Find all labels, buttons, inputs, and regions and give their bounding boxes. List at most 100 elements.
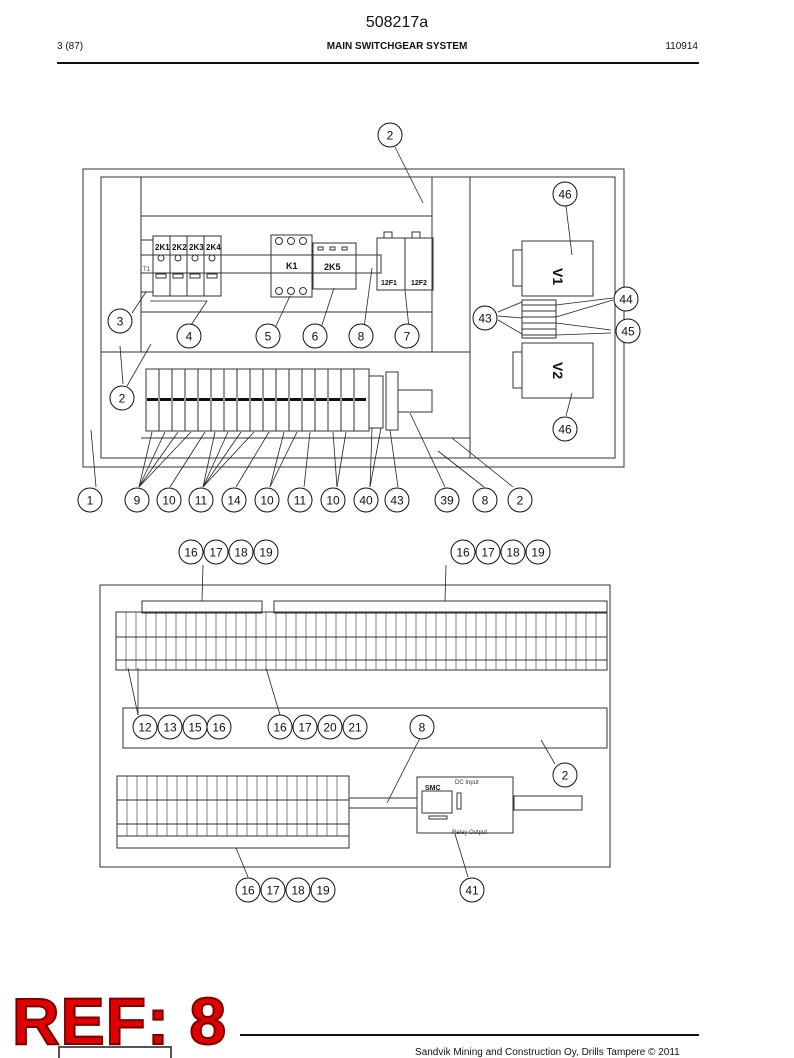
label-12f2: 12F2 bbox=[411, 280, 427, 287]
bottom-callout-17: 17 bbox=[292, 714, 318, 740]
top-callout-10: 10 bbox=[156, 487, 182, 513]
bottom-cabinet-frame bbox=[99, 584, 611, 868]
top-callout-7: 7 bbox=[394, 323, 420, 349]
bottom-callout-15: 15 bbox=[182, 714, 208, 740]
top-callout-14: 14 bbox=[221, 487, 247, 513]
top-callout-2: 2 bbox=[377, 122, 403, 148]
label-2k3: 2K3 bbox=[189, 243, 204, 252]
bottom-callout-19: 19 bbox=[525, 539, 551, 565]
terminal-blocks-top bbox=[145, 368, 433, 432]
top-callout-44: 44 bbox=[613, 286, 639, 312]
label-2k5: 2K5 bbox=[324, 262, 341, 272]
svg-text:18: 18 bbox=[506, 546, 520, 560]
document-id: 508217a bbox=[365, 14, 429, 31]
svg-text:16: 16 bbox=[184, 546, 198, 560]
svg-text:17: 17 bbox=[298, 721, 312, 735]
top-callout-39: 39 bbox=[434, 487, 460, 513]
svg-text:2: 2 bbox=[387, 129, 394, 143]
page-number: 3 (87) bbox=[57, 41, 84, 52]
svg-text:19: 19 bbox=[316, 884, 330, 898]
top-callout-5: 5 bbox=[255, 323, 281, 349]
svg-text:19: 19 bbox=[531, 546, 545, 560]
top-callout-4: 4 bbox=[176, 323, 202, 349]
svg-text:3: 3 bbox=[117, 315, 124, 329]
svg-text:16: 16 bbox=[212, 721, 226, 735]
label-k1: K1 bbox=[286, 261, 298, 271]
drives bbox=[512, 240, 594, 399]
document-date: 110914 bbox=[665, 41, 698, 52]
svg-text:46: 46 bbox=[558, 423, 572, 437]
top-callout-6: 6 bbox=[302, 323, 328, 349]
svg-text:9: 9 bbox=[134, 494, 141, 508]
top-callout-11: 11 bbox=[188, 487, 214, 513]
miniature-breakers bbox=[140, 235, 222, 297]
din-rail-lower bbox=[348, 795, 583, 811]
svg-text:5: 5 bbox=[265, 330, 272, 344]
svg-text:13: 13 bbox=[163, 721, 177, 735]
label-relay-output: Relay Output bbox=[452, 830, 487, 836]
svg-text:16: 16 bbox=[456, 546, 470, 560]
svg-text:18: 18 bbox=[234, 546, 248, 560]
svg-text:41: 41 bbox=[465, 884, 479, 898]
top-callout-46: 46 bbox=[552, 416, 578, 442]
bottom-callout-12: 12 bbox=[132, 714, 158, 740]
bottom-callout-20: 20 bbox=[317, 714, 343, 740]
svg-text:8: 8 bbox=[358, 330, 365, 344]
bottom-callout-17: 17 bbox=[260, 877, 286, 903]
header-rule bbox=[57, 62, 699, 64]
top-callout-43: 43 bbox=[472, 305, 498, 331]
top-callout-46: 46 bbox=[552, 181, 578, 207]
bottom-callout-41: 41 bbox=[459, 877, 485, 903]
company-logo bbox=[58, 1046, 172, 1058]
svg-text:46: 46 bbox=[558, 188, 572, 202]
svg-text:8: 8 bbox=[419, 721, 426, 735]
svg-text:2: 2 bbox=[517, 494, 524, 508]
bottom-callout-13: 13 bbox=[157, 714, 183, 740]
svg-text:11: 11 bbox=[294, 494, 307, 508]
bottom-callout-16: 16 bbox=[450, 539, 476, 565]
svg-text:40: 40 bbox=[359, 494, 373, 508]
bottom-callout-17: 17 bbox=[203, 539, 229, 565]
top-callout-2: 2 bbox=[109, 385, 135, 411]
svg-text:43: 43 bbox=[478, 312, 492, 326]
svg-text:39: 39 bbox=[440, 494, 454, 508]
leader-lines bbox=[90, 146, 614, 878]
label-2k2: 2K2 bbox=[172, 243, 187, 252]
svg-text:18: 18 bbox=[291, 884, 305, 898]
svg-text:11: 11 bbox=[195, 494, 208, 508]
bottom-callout-16: 16 bbox=[267, 714, 293, 740]
svg-text:4: 4 bbox=[186, 330, 193, 344]
svg-text:21: 21 bbox=[348, 721, 362, 735]
bottom-callout-18: 18 bbox=[228, 539, 254, 565]
label-v1: V1 bbox=[550, 268, 566, 285]
contactor-k1 bbox=[270, 234, 313, 298]
svg-text:10: 10 bbox=[260, 494, 274, 508]
top-callout-43: 43 bbox=[384, 487, 410, 513]
terminal-strip-upper bbox=[125, 612, 597, 670]
bottom-callout-16: 16 bbox=[178, 539, 204, 565]
label-v2: V2 bbox=[550, 362, 566, 379]
svg-text:2: 2 bbox=[562, 769, 569, 783]
bottom-callout-16: 16 bbox=[206, 714, 232, 740]
svg-text:2: 2 bbox=[119, 392, 126, 406]
top-callout-1: 1 bbox=[77, 487, 103, 513]
svg-text:17: 17 bbox=[209, 546, 223, 560]
top-callout-8: 8 bbox=[348, 323, 374, 349]
bottom-callout-2: 2 bbox=[552, 762, 578, 788]
svg-text:14: 14 bbox=[227, 494, 241, 508]
top-callout-2: 2 bbox=[507, 487, 533, 513]
ref-stamp: REF: 8 bbox=[11, 984, 228, 1058]
svg-text:17: 17 bbox=[481, 546, 495, 560]
bottom-callout-21: 21 bbox=[342, 714, 368, 740]
svg-text:7: 7 bbox=[404, 330, 411, 344]
label-2k4: 2K4 bbox=[206, 243, 221, 252]
svg-text:17: 17 bbox=[266, 884, 280, 898]
svg-text:20: 20 bbox=[323, 721, 337, 735]
top-callout-3: 3 bbox=[107, 308, 133, 334]
top-callout-11: 11 bbox=[287, 487, 313, 513]
top-callout-9: 9 bbox=[124, 487, 150, 513]
svg-text:45: 45 bbox=[621, 325, 635, 339]
svg-text:44: 44 bbox=[619, 293, 633, 307]
